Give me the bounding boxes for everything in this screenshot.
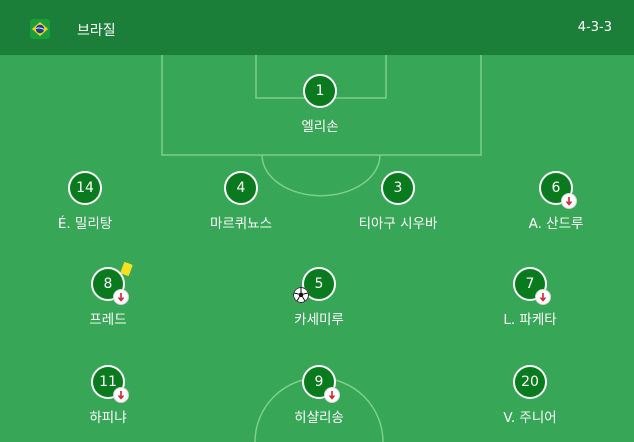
player-number-badge: 11 [91,365,129,403]
player-5[interactable]: 5 카세미루 [244,267,394,328]
player-number-badge: 3 [381,171,415,205]
player-number-badge: 9 [302,365,340,403]
player-7[interactable]: 7 L. 파케타 [455,267,605,328]
substitution-icon [113,289,129,305]
player-name: 프레드 [89,312,127,328]
substitution-icon [561,193,577,209]
player-4[interactable]: 4 마르퀴뇨스 [166,171,316,232]
player-name: 히샬리송 [294,410,344,426]
player-3[interactable]: 3 티아구 시우바 [323,171,473,232]
player-name: 엘리손 [301,119,339,135]
player-8[interactable]: 8 프레드 [33,261,183,328]
goal-ball-icon [293,287,309,303]
player-name: 카세미루 [294,312,344,328]
player-number-badge: 20 [513,365,547,399]
player-14[interactable]: 14 É. 밀리탕 [10,171,160,232]
player-number-badge: 8 [91,261,133,305]
player-name: É. 밀리탕 [57,216,113,232]
formation-label: 4-3-3 [577,20,612,35]
pitch: 1 엘리손 14 É. 밀리탕 4 마르퀴뇨스 3 티아구 시우바 6 A. 산… [4,55,630,442]
player-name: L. 파케타 [503,312,557,328]
player-11[interactable]: 11 하피냐 [33,365,183,426]
player-number-badge: 4 [224,171,258,205]
player-6[interactable]: 6 A. 산드루 [481,171,631,232]
player-9[interactable]: 9 히샬리송 [244,365,394,426]
player-number-badge: 14 [68,171,102,205]
player-number-badge: 7 [513,267,551,305]
team-name: 브라질 [77,23,116,39]
player-20[interactable]: 20 V. 주니어 [455,365,605,426]
player-name: A. 산드루 [528,216,584,232]
team-header: 브라질 4-3-3 [0,0,634,55]
player-name: V. 주니어 [503,410,557,426]
brazil-flag-icon [30,19,50,39]
player-name: 하피냐 [89,410,127,426]
player-number-badge: 6 [539,171,577,209]
player-number-badge: 5 [293,267,336,303]
player-name: 티아구 시우바 [358,216,438,232]
player-1[interactable]: 1 엘리손 [245,74,395,135]
substitution-icon [535,289,551,305]
player-number-badge: 1 [303,74,337,108]
substitution-icon [113,387,129,403]
substitution-icon [324,387,340,403]
player-name: 마르퀴뇨스 [209,216,273,232]
